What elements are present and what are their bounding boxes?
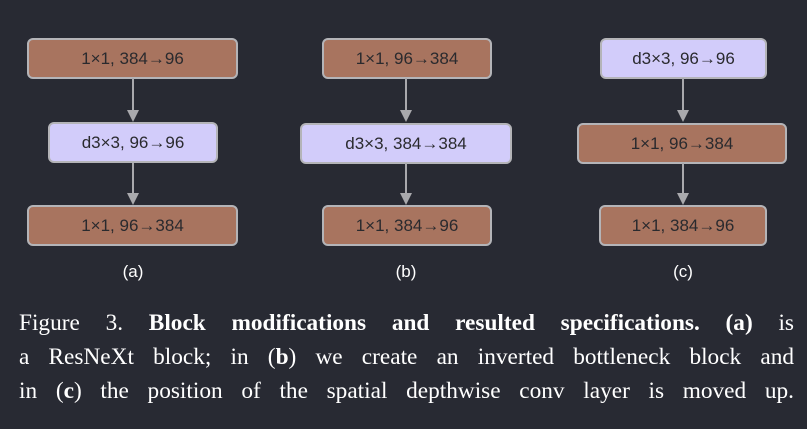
block-b-1: 1×1, 96→384: [322, 38, 492, 79]
caption-line-2: a ResNeXt block; in (b) we create an inv…: [19, 340, 794, 374]
block-b-2: d3×3, 384→384: [300, 123, 512, 164]
figure-caption: Figure 3. Block modifications and result…: [19, 306, 794, 408]
panel-label-a: (a): [122, 262, 144, 281]
caption-prefix: Figure 3.: [19, 310, 149, 336]
block-c-1: d3×3, 96→96: [600, 38, 767, 79]
arrow-icon: [127, 78, 139, 123]
arrow-icon: [400, 163, 412, 208]
block-c-2: 1×1, 96→384: [577, 123, 787, 164]
caption-title: Block modifications and resulted specifi…: [148, 310, 700, 336]
block-a-3: 1×1, 96→384: [27, 205, 238, 246]
block-a-2: d3×3, 96→96: [48, 122, 218, 163]
caption-ref-c: c: [63, 378, 74, 404]
panel-label-c: (c): [673, 262, 693, 281]
caption-ref-b: b: [275, 344, 289, 370]
block-c-3: 1×1, 384→96: [599, 205, 767, 246]
arrow-icon: [677, 163, 689, 208]
block-a-1: 1×1, 384→96: [27, 38, 238, 79]
arrow-icon: [677, 78, 689, 123]
caption-text: ) the position of the spatial depthwise …: [73, 378, 794, 404]
caption-text: in (: [19, 378, 64, 404]
arrow-icon: [400, 78, 412, 123]
caption-line-3: in (c) the position of the spatial depth…: [19, 374, 794, 408]
caption-ref-a: (a): [725, 310, 753, 336]
caption-text: a ResNeXt block; in (: [19, 344, 276, 370]
caption-text: is: [752, 310, 794, 336]
caption-text: ) we create an inverted bottleneck block…: [288, 344, 795, 370]
panel-label-b: (b): [395, 262, 417, 281]
arrow-icon: [127, 163, 139, 208]
caption-line-1: Figure 3. Block modifications and result…: [19, 306, 794, 340]
block-b-3: 1×1, 384→96: [322, 205, 492, 246]
